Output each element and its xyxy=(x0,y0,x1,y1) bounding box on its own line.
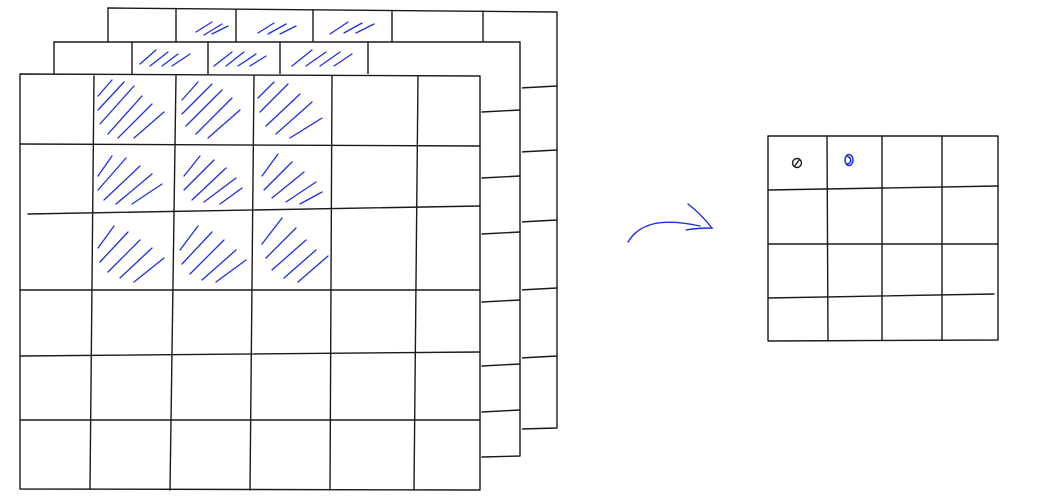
sheet-row-lines xyxy=(481,109,521,413)
sheet-outline xyxy=(53,41,521,458)
second-cell-mark xyxy=(844,153,854,167)
arrow-shaft xyxy=(627,221,701,243)
arrow-head xyxy=(685,203,714,231)
mark-stroke xyxy=(793,158,801,168)
hatch-cell-2-3 xyxy=(261,153,323,205)
sheet-outline xyxy=(19,73,481,491)
hatch-window-channel-3 xyxy=(195,21,375,36)
hatch-cell-1-3 xyxy=(257,81,323,139)
arrow-right-icon xyxy=(627,203,714,243)
first-cell-mark xyxy=(791,157,803,169)
hatch-cell-3-3 xyxy=(261,217,329,283)
input-channel-1 xyxy=(19,73,481,491)
hatch-stroke xyxy=(213,51,267,67)
grid-row-lines xyxy=(19,143,481,421)
output-outline xyxy=(767,135,999,342)
hatch-cell-3-2 xyxy=(179,225,247,283)
sheet-column-lines xyxy=(175,8,484,43)
hatch-stroke xyxy=(329,21,375,35)
hatch-window-channel-2 xyxy=(139,49,353,67)
hatch-stroke xyxy=(291,49,353,67)
output-feature-map xyxy=(767,135,999,342)
output-row-lines xyxy=(767,185,999,299)
hatch-stroke xyxy=(257,22,297,35)
hatch-cell-2-2 xyxy=(183,155,243,205)
hatch-stroke xyxy=(139,49,191,67)
mark-circle xyxy=(791,157,803,169)
receptive-field-hatch xyxy=(97,79,329,283)
sheet-column-lines xyxy=(131,41,369,77)
sheet-row-lines xyxy=(519,85,558,359)
hatch-cell-1-2 xyxy=(181,81,241,139)
output-column-lines xyxy=(826,135,943,342)
hatch-cell-3-1 xyxy=(97,225,165,283)
grid-column-lines xyxy=(89,75,419,491)
hatch-cell-1-1 xyxy=(97,79,165,139)
hatch-cell-2-1 xyxy=(97,155,163,205)
hatch-stroke xyxy=(195,21,229,36)
mark-stroke xyxy=(846,155,852,165)
mark-circle xyxy=(844,153,854,167)
